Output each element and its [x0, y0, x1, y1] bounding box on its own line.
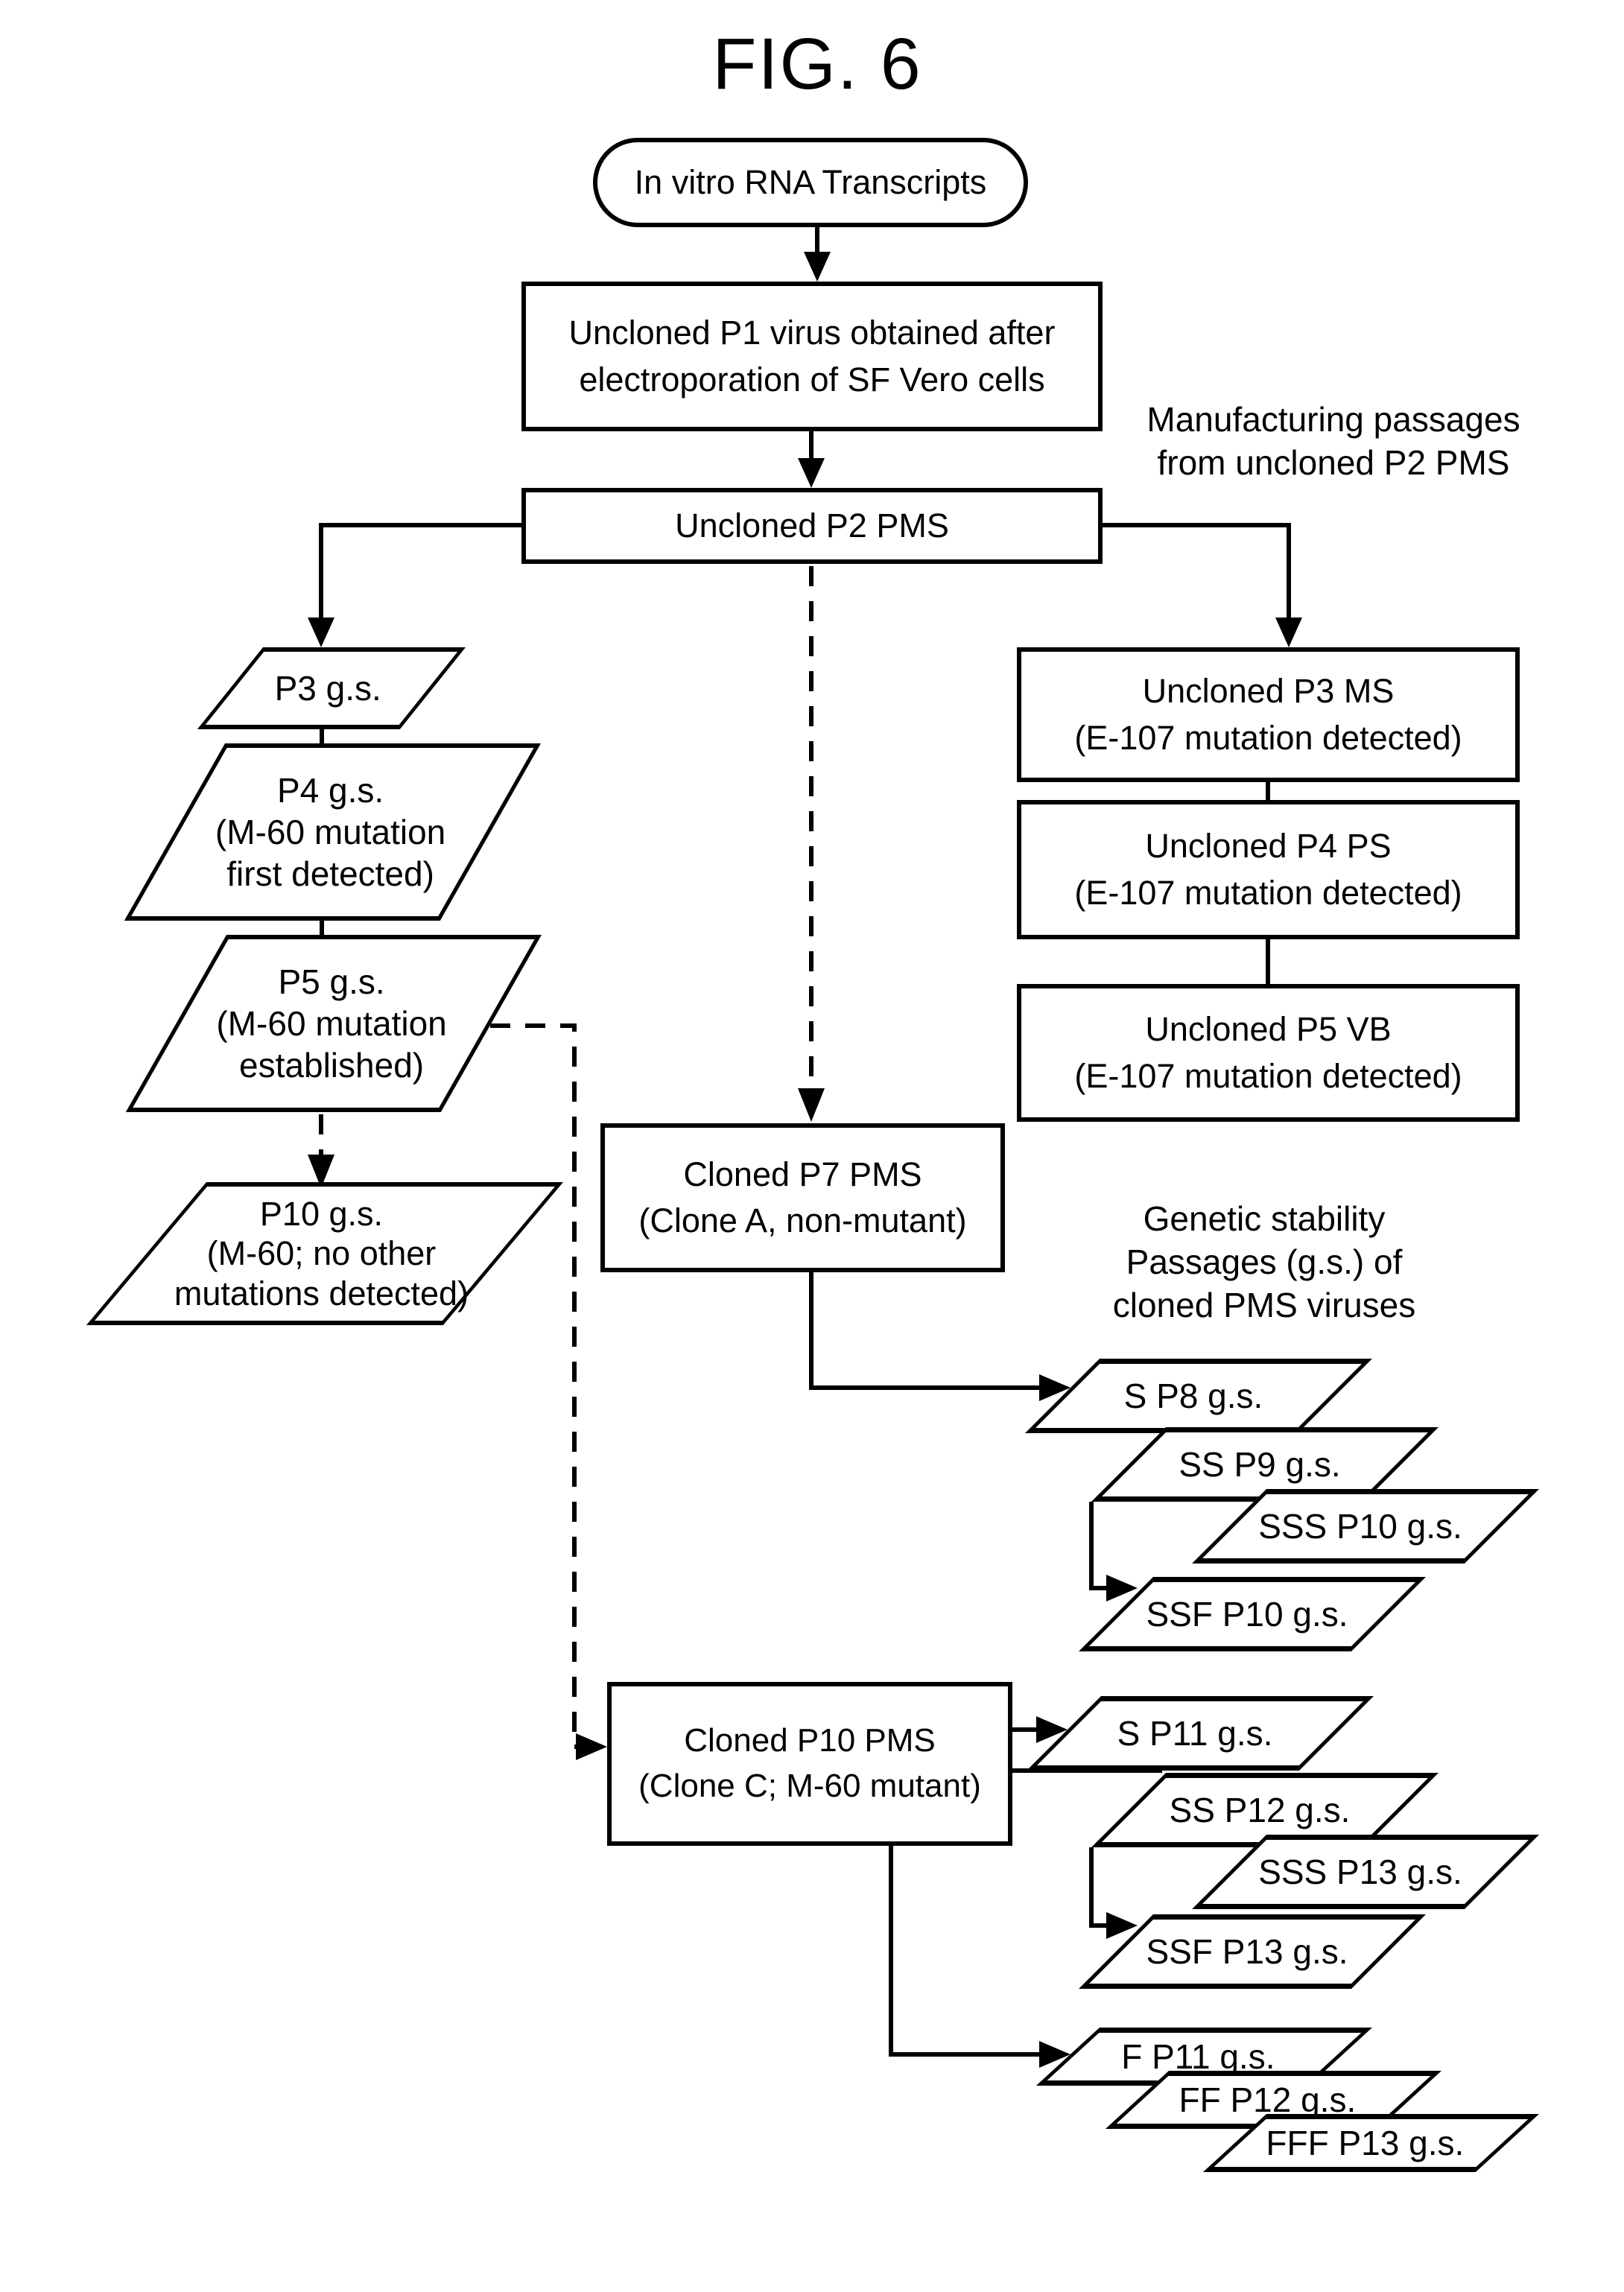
node-uncloned-p3ms: Uncloned P3 MS (E-107 mutation detected)	[1017, 647, 1520, 782]
node-label-line: P5 g.s.	[278, 962, 385, 1001]
label-line: Passages (g.s.) of	[1126, 1242, 1403, 1281]
node-label: SSF P10 g.s.	[1146, 1594, 1348, 1634]
arrowhead-ssp9-ssfp10	[1106, 1575, 1138, 1601]
figure-title: FIG. 6	[712, 23, 922, 104]
node-rna-transcripts: In vitro RNA Transcripts	[593, 138, 1028, 227]
node-label-wrap: P3 g.s.	[231, 652, 425, 725]
node-label-wrap: P4 g.s. (M-60 mutation first detected)	[177, 748, 484, 916]
node-label-line: (E-107 mutation detected)	[1074, 1056, 1462, 1095]
node-label-line: (Clone C; M-60 mutant)	[638, 1768, 981, 1804]
solid-connector-lines	[319, 227, 1291, 2057]
node-label-line: P4 g.s.	[276, 770, 384, 810]
node-label-line: electroporation of SF Vero cells	[579, 360, 1045, 399]
node-label-line: (Clone A, non-mutant)	[638, 1201, 967, 1239]
label-line: cloned PMS viruses	[1112, 1285, 1416, 1324]
label-line: Genetic stability	[1143, 1199, 1386, 1238]
arrowhead-p2-p3ms	[1275, 618, 1302, 647]
node-label-line: Cloned P10 PMS	[684, 1722, 936, 1759]
node-ssfp10gs: SSF P10 g.s.	[1079, 1577, 1426, 1651]
label-line: Manufacturing passages	[1146, 400, 1520, 439]
arrowhead-dashed-p10pms	[576, 1733, 607, 1760]
elbow-ssp12-to-ssfp13	[1089, 1847, 1107, 1928]
node-p5gs: P5 g.s. (M-60 mutation established)	[125, 935, 542, 1112]
node-label-line: P10 g.s.	[259, 1195, 384, 1234]
node-label-wrap: SSS P10 g.s.	[1229, 1494, 1491, 1558]
node-label-line: mutations detected)	[174, 1274, 469, 1312]
node-label: SSS P13 g.s.	[1258, 1852, 1462, 1891]
node-label: In vitro RNA Transcripts	[634, 162, 987, 201]
node-label-wrap: S P11 g.s.	[1064, 1701, 1326, 1765]
arrowhead-p5gs-p10gs	[308, 1155, 334, 1188]
arrowheads	[308, 252, 1302, 2068]
node-cloned-p10pms: Cloned P10 PMS (Clone C; M-60 mutant)	[607, 1682, 1012, 1846]
node-sp11gs: S P11 g.s.	[1027, 1696, 1374, 1771]
node-uncloned-p5vb: Uncloned P5 VB (E-107 mutation detected)	[1017, 984, 1520, 1122]
node-label: P3 g.s.	[274, 668, 381, 708]
node-label: SS P9 g.s.	[1179, 1444, 1341, 1484]
node-fffp13gs: FFF P13 g.s.	[1202, 2114, 1539, 2172]
node-label: FFF P13 g.s.	[1266, 2123, 1465, 2162]
node-label-wrap: SSS P13 g.s.	[1229, 1840, 1491, 1904]
arrowhead-rna-p1	[804, 252, 831, 282]
arrowhead-p2-p3gs	[308, 618, 334, 647]
node-label-wrap: P5 g.s. (M-60 mutation established)	[179, 939, 485, 1108]
node-label-line: established)	[239, 1046, 425, 1085]
arrowhead-p7-sp8	[1039, 1374, 1070, 1401]
arrowhead-p2-p7	[798, 1088, 825, 1122]
node-label-wrap: SSF P13 g.s.	[1116, 1920, 1378, 1984]
node-uncloned-p4ps: Uncloned P4 PS (E-107 mutation detected)	[1017, 800, 1520, 939]
node-label: SSS P10 g.s.	[1258, 1506, 1462, 1546]
node-ssfp13gs: SSF P13 g.s.	[1079, 1914, 1426, 1989]
node-label-line: (E-107 mutation detected)	[1074, 718, 1462, 757]
node-label-line: Uncloned P4 PS	[1145, 827, 1392, 866]
elbow-ssp9-to-ssfp10	[1089, 1502, 1107, 1590]
node-label-line: Uncloned P1 virus obtained after	[568, 314, 1056, 352]
node-label-wrap: P10 g.s. (M-60; no other mutations detec…	[148, 1187, 495, 1321]
label-manufacturing-passages: Manufacturing passages from uncloned P2 …	[1110, 399, 1557, 485]
node-p10gs: P10 g.s. (M-60; no other mutations detec…	[86, 1182, 563, 1325]
node-label-wrap: SS P9 g.s.	[1129, 1432, 1391, 1496]
node-label: SS P12 g.s.	[1169, 1790, 1351, 1829]
node-cloned-p7pms: Cloned P7 PMS (Clone A, non-mutant)	[600, 1123, 1005, 1272]
node-label-wrap: S P8 g.s.	[1062, 1364, 1325, 1428]
node-label: Uncloned P2 PMS	[675, 506, 949, 545]
node-label-line: first detected)	[226, 854, 434, 894]
node-uncloned-p1: Uncloned P1 virus obtained after electro…	[521, 282, 1103, 431]
node-label-wrap: SS P12 g.s.	[1129, 1778, 1391, 1842]
elbow-p2-to-p3ms	[1101, 523, 1291, 618]
node-label-line: (M-60 mutation	[215, 812, 446, 851]
node-label-line: (E-107 mutation detected)	[1074, 873, 1462, 912]
node-label-wrap: SSF P10 g.s.	[1116, 1582, 1378, 1646]
label-line: from uncloned P2 PMS	[1157, 442, 1510, 482]
arrowhead-p1-p2	[798, 458, 825, 488]
node-label-line: Uncloned P5 VB	[1145, 1010, 1392, 1049]
node-label-line: Cloned P7 PMS	[683, 1155, 922, 1193]
arrowhead-ssp12-ssfp13	[1106, 1912, 1138, 1939]
elbow-p7-to-sp8	[809, 1272, 1040, 1390]
dashed-p5gs-to-p10pms	[490, 1023, 580, 1749]
node-label-line: (M-60 mutation	[216, 1003, 447, 1043]
arrowhead-p10pms-sp11	[1036, 1716, 1068, 1743]
elbow-p2-to-p3gs	[319, 523, 521, 618]
elbow-p10pms-to-fp11	[889, 1846, 1040, 2057]
arrowhead-p10pms-fp11	[1039, 2041, 1070, 2068]
node-label: S P8 g.s.	[1123, 1376, 1263, 1415]
node-p4gs: P4 g.s. (M-60 mutation first detected)	[124, 743, 541, 921]
node-label-wrap: FFF P13 g.s.	[1234, 2119, 1496, 2167]
node-sssp13gs: SSS P13 g.s.	[1192, 1835, 1539, 1909]
node-sp8gs: S P8 g.s.	[1025, 1359, 1372, 1433]
node-label-line: (M-60; no other	[206, 1234, 437, 1273]
node-uncloned-p2: Uncloned P2 PMS	[521, 488, 1103, 564]
node-label: S P11 g.s.	[1117, 1713, 1273, 1753]
node-sssp10gs: SSS P10 g.s.	[1192, 1489, 1539, 1564]
node-label-line: Uncloned P3 MS	[1142, 672, 1395, 711]
label-genetic-stability: Genetic stability Passages (g.s.) of clo…	[1078, 1198, 1450, 1327]
node-label: SSF P13 g.s.	[1146, 1931, 1348, 1971]
